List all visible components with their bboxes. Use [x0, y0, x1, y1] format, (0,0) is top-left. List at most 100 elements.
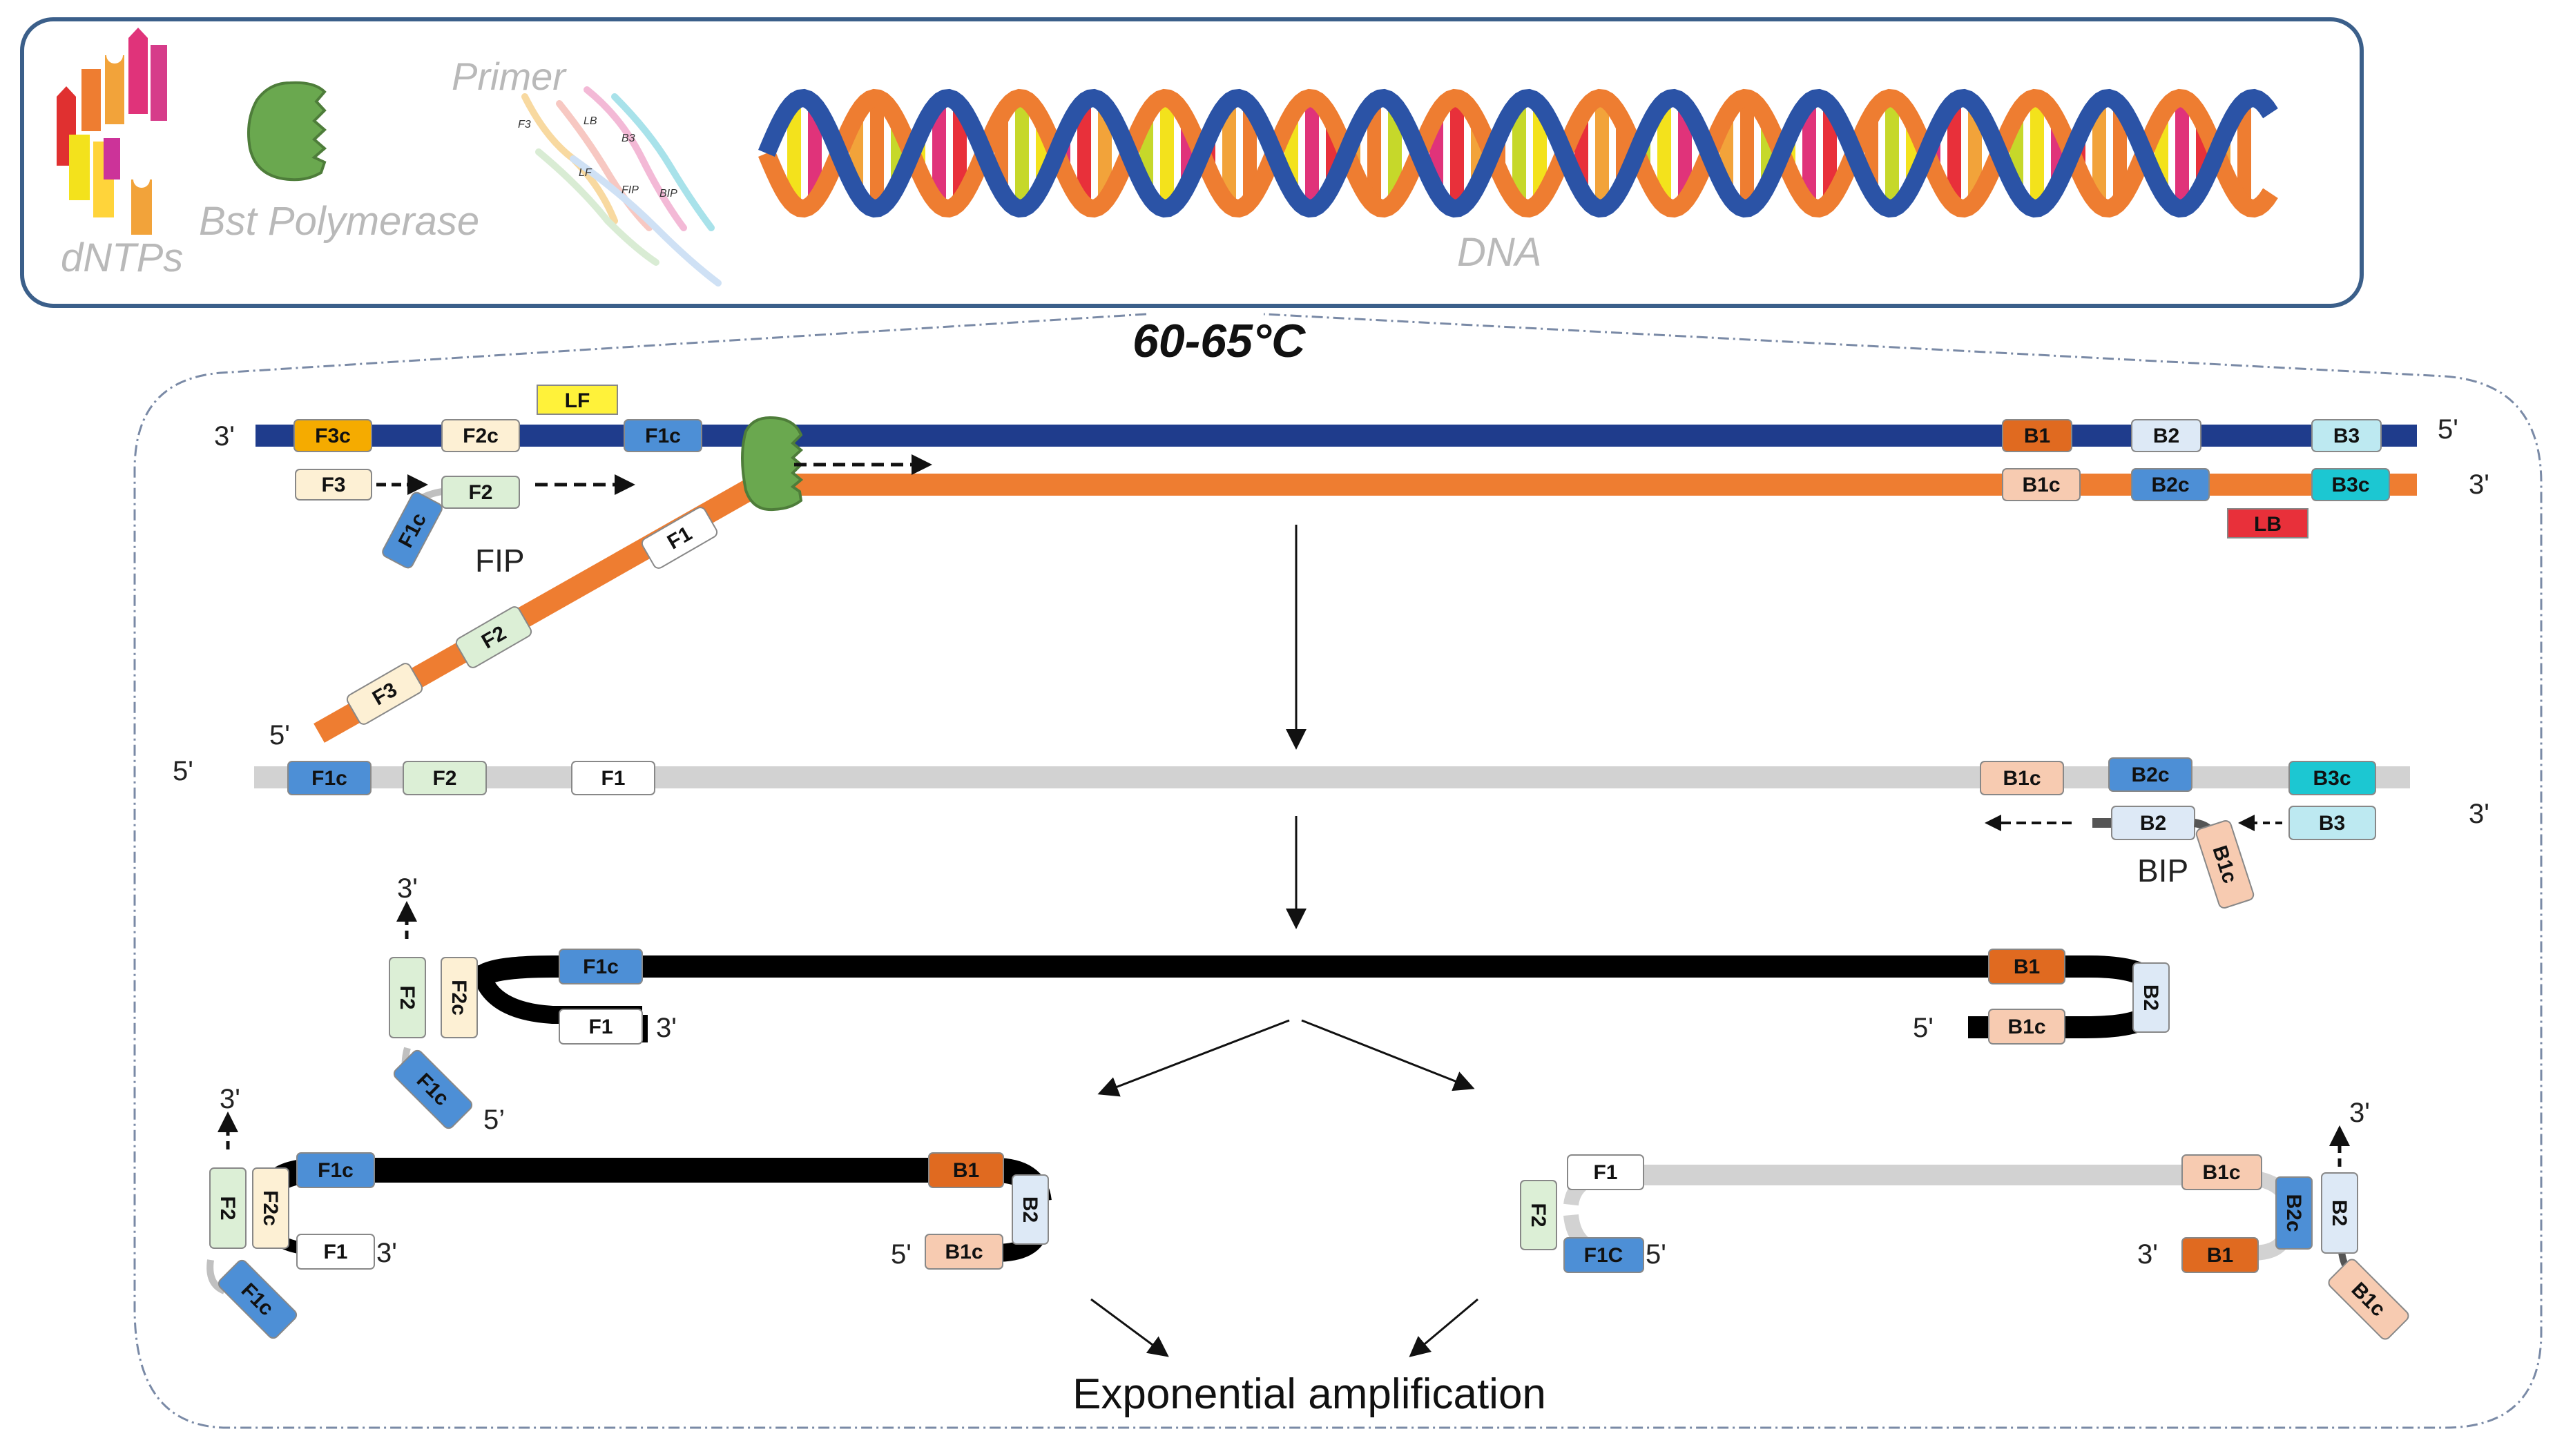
region-box: B3: [2311, 419, 2382, 452]
svg-text:F3c: F3c: [315, 425, 351, 447]
dna-label: DNA: [1457, 230, 1541, 275]
region-box: B3: [2288, 806, 2376, 840]
region-box: B1: [2181, 1237, 2259, 1273]
region-box: F1c: [559, 949, 643, 984]
exponential-amplification-label: Exponential amplification: [1072, 1370, 1546, 1418]
region-box: F2: [1520, 1180, 1557, 1250]
region-box: F2: [403, 761, 487, 795]
svg-text:F2: F2: [216, 1196, 239, 1220]
end-label: 3': [2469, 469, 2489, 500]
region-box: B1: [2002, 419, 2072, 452]
region-box: F2c: [252, 1167, 289, 1249]
region-box: B1: [928, 1152, 1004, 1188]
end-label: 3': [2469, 799, 2489, 829]
svg-text:F1c: F1c: [583, 955, 619, 978]
fip-label: FIP: [475, 543, 525, 579]
end-label: 3': [214, 421, 235, 452]
region-box: F1c: [287, 761, 372, 795]
svg-text:F1C: F1C: [1584, 1244, 1623, 1267]
end-label: 5': [1913, 1013, 1934, 1043]
region-box: B2: [2132, 962, 2170, 1033]
svg-text:F1: F1: [1593, 1161, 1617, 1184]
end-label: 3': [376, 1238, 397, 1268]
svg-text:B2c: B2c: [2131, 764, 2169, 786]
region-box: F1: [641, 507, 718, 569]
svg-text:B1: B1: [2014, 955, 2040, 978]
region-box: B2c: [2131, 468, 2210, 501]
flow-arrow: [1090, 1298, 1169, 1357]
region-box: F2: [389, 957, 426, 1038]
svg-text:B3: B3: [621, 133, 635, 144]
lb-primer: LB: [2227, 508, 2308, 538]
region-box: B3c: [2288, 761, 2376, 795]
svg-text:B3c: B3c: [2313, 767, 2351, 790]
svg-text:F2: F2: [468, 481, 492, 504]
svg-text:B1c: B1c: [2007, 1016, 2045, 1038]
region-box: F2: [209, 1167, 247, 1249]
region-box: B1c: [2195, 819, 2255, 909]
svg-text:B1: B1: [953, 1159, 979, 1182]
primer-tags: F3 LB B3 LF FIP BIP: [518, 115, 677, 200]
svg-text:B2: B2: [2139, 984, 2162, 1011]
reaction-frame: [133, 313, 2543, 1429]
flow-arrow: [1409, 1298, 1478, 1357]
end-label: 5': [173, 756, 193, 786]
region-box: B2: [2321, 1172, 2358, 1254]
region-box: F1c: [296, 1152, 375, 1188]
region-box: F2c: [441, 957, 478, 1038]
region-box: B2c: [2275, 1176, 2313, 1250]
region-box: B3c: [2311, 468, 2390, 501]
svg-text:B1: B1: [2024, 425, 2050, 447]
end-label: 3': [656, 1013, 677, 1043]
region-box: B2: [2111, 806, 2195, 840]
svg-text:B1c: B1c: [2003, 767, 2041, 790]
svg-text:F2: F2: [1527, 1203, 1550, 1227]
region-box: F1: [1567, 1154, 1644, 1190]
svg-text:LB: LB: [584, 115, 597, 127]
svg-text:B2: B2: [2153, 425, 2179, 447]
end-label: 5': [891, 1239, 912, 1270]
svg-text:B1c: B1c: [945, 1241, 983, 1263]
svg-text:B1c: B1c: [2202, 1161, 2240, 1184]
region-box: F1c: [624, 419, 702, 452]
bip-linker: [2092, 818, 2113, 828]
region-box: F1C: [1563, 1237, 1644, 1273]
region-box: F3c: [293, 419, 372, 452]
polymerase-label: Bst Polymerase: [199, 199, 479, 244]
region-box: F1c: [393, 1049, 473, 1129]
region-box: B1c: [1988, 1009, 2065, 1045]
end-label: 5': [1646, 1239, 1666, 1270]
region-box: F1: [296, 1234, 375, 1270]
svg-text:F1: F1: [601, 767, 625, 790]
region-box: F2: [441, 476, 520, 509]
svg-text:B1: B1: [2207, 1244, 2233, 1267]
svg-text:B2c: B2c: [2151, 474, 2189, 496]
dna-helix-icon: [758, 88, 2278, 218]
region-box: F2: [455, 606, 532, 668]
temperature-label: 60-65°C: [1132, 315, 1306, 367]
end-label: 3': [220, 1084, 240, 1114]
dntps-icon: [57, 28, 167, 235]
svg-text:F1c: F1c: [645, 425, 681, 447]
svg-text:F1c: F1c: [311, 767, 347, 790]
svg-text:F3: F3: [321, 474, 345, 496]
flow-arrow: [1301, 1019, 1475, 1091]
svg-text:B3: B3: [2319, 812, 2345, 835]
end-label: 3': [2137, 1239, 2158, 1270]
end-label: 3': [397, 873, 418, 904]
svg-text:B3c: B3c: [2331, 474, 2369, 496]
region-box: B2: [2131, 419, 2201, 452]
region-box: B2c: [2108, 757, 2192, 792]
region-box: B1c: [2002, 468, 2081, 501]
end-label: 5': [269, 720, 290, 750]
svg-text:BIP: BIP: [659, 188, 677, 200]
svg-text:LF: LF: [565, 389, 590, 412]
svg-text:B2: B2: [2140, 812, 2166, 835]
svg-text:F1c: F1c: [318, 1159, 354, 1182]
region-box: B1c: [2181, 1154, 2262, 1190]
region-box: B1: [1988, 949, 2065, 984]
svg-text:B2: B2: [1019, 1196, 1041, 1223]
primer-strands-icon: [521, 86, 722, 287]
end-label: 5': [2438, 414, 2458, 445]
